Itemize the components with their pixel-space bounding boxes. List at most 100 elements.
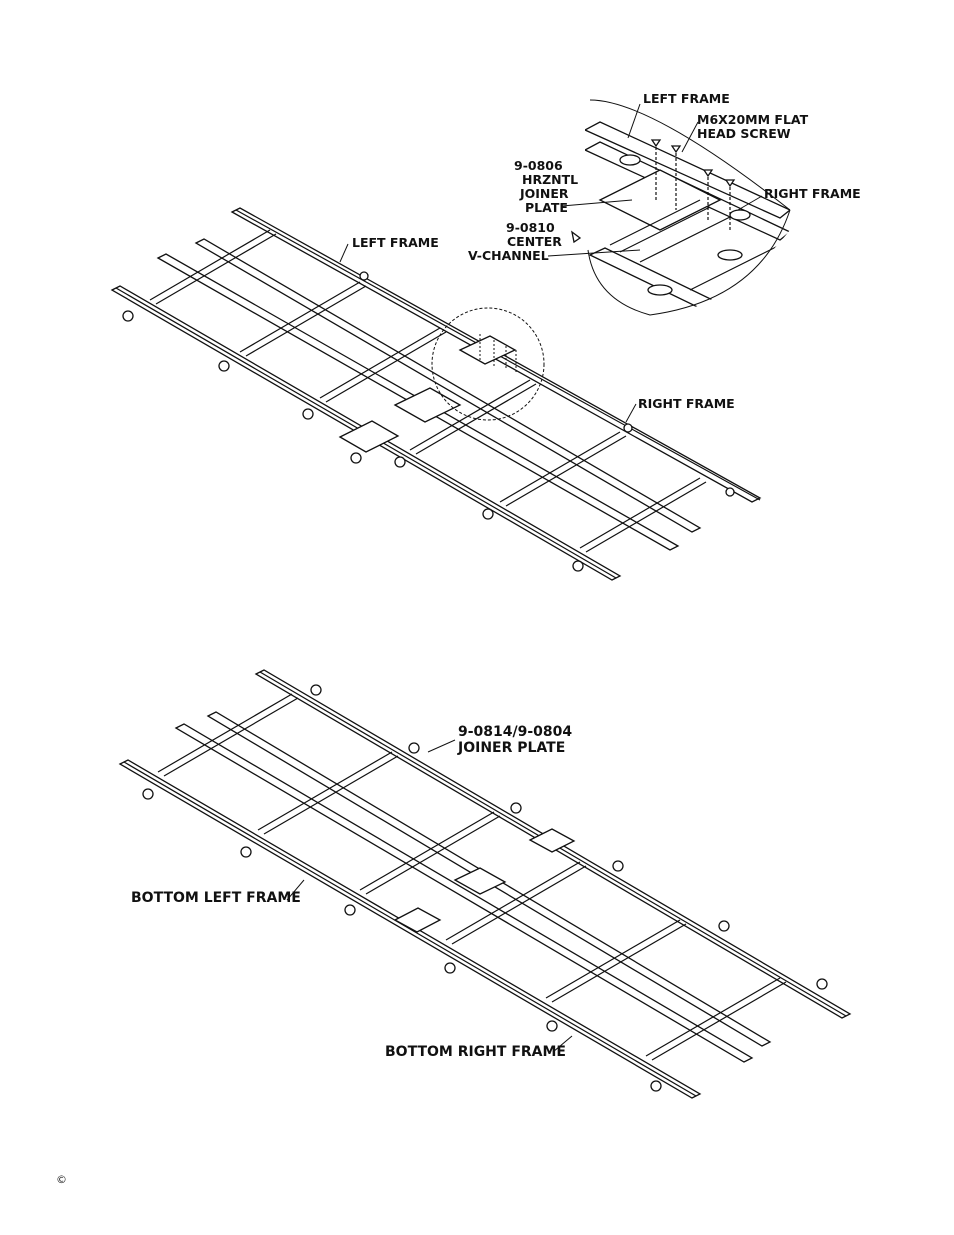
detail-screws [571,139,736,244]
right-frame-label: RIGHT FRAME [638,396,735,411]
detail-outline [589,99,791,211]
crossmember [365,815,501,895]
crossmember [257,751,393,831]
rail [194,238,702,533]
detail-channel-leader [547,249,641,257]
bottom-crossmembers [157,693,787,1061]
crossmember [157,693,293,773]
foot [444,962,456,974]
detail-v-channel [689,244,781,291]
crossmember [499,431,621,503]
foot [240,846,252,858]
foot [510,802,522,814]
detail-v-channel [609,199,701,246]
crossmember [319,327,441,399]
top-crossmembers [149,229,707,553]
joiner-plate [338,420,400,453]
bottom-left-frame-leader [286,879,305,901]
top-screws [479,334,517,372]
bottom-right-frame-label: BOTTOM RIGHT FRAME [385,1044,566,1060]
detail-screw-label-line1: M6X20MM FLAT [697,112,809,127]
bottom-feet [142,684,828,1092]
foot [142,788,154,800]
slot [729,209,751,221]
joiner-plate [393,907,442,933]
slot [647,284,673,296]
crossmember [149,229,271,301]
detail-left-frame-label: LEFT FRAME [643,91,730,106]
top-feet [122,271,735,572]
foot [359,271,369,281]
v-channel-nut-icon [571,230,582,244]
foot [344,904,356,916]
top-frame-assembly: LEFT FRAME RIGHT FRAME [110,207,762,581]
copyright-mark: © [56,1173,67,1186]
crossmember [239,281,361,353]
foot [816,978,828,990]
foot [310,684,322,696]
joiner-plate-label-line2: JOINER PLATE [457,740,565,756]
detail-v-channel [639,216,731,263]
right-frame-leader [625,403,637,423]
foot [302,408,314,420]
joiner-plate [458,335,517,365]
left-frame-leader [339,243,349,263]
slot [717,249,743,261]
detail-plate-leader [561,199,633,207]
foot [218,360,230,372]
detail-plate-label-line3: JOINER [519,186,569,201]
crossmember [585,481,707,553]
detail-screw-leader [681,121,699,153]
bottom-frame-assembly: 9-0814/9-0804 JOINER PLATE BOTTOM LEFT F… [118,669,852,1099]
detail-plate-label-line2: HRZNTL [522,172,578,187]
crossmember [155,233,277,305]
detail-joiner-plate [598,169,722,231]
bottom-joiner-plates [393,828,576,933]
crossmember [263,755,399,835]
crossmember [645,977,781,1057]
detail-view: LEFT FRAME M6X20MM FLAT HEAD SCREW 9-080… [468,91,861,318]
detail-right-frame-leader [737,195,763,211]
crossmember [245,285,367,357]
foot [623,423,633,433]
crossmember [409,379,531,451]
joiner-plate [528,828,576,853]
crossmember [551,923,687,1003]
rail-edge [123,761,697,1097]
joiner-plate-leader [427,739,456,753]
detail-left-frame-rail [585,121,790,219]
foot [572,560,584,572]
foot [650,1080,662,1092]
top-joiner-plates [338,335,517,453]
crossmember [451,865,587,945]
slot [619,154,641,166]
foot [718,920,730,932]
detail-v-channel [619,206,711,253]
detail-screw-label-line2: HEAD SCREW [697,126,791,141]
foot [350,452,362,464]
bottom-right-frame-leader [552,1035,573,1053]
detail-outline [587,209,791,316]
detail-left-frame-leader [627,103,641,139]
crossmember [579,477,701,549]
crossmember [359,811,495,891]
detail-channel-label-line2: CENTER [507,234,562,249]
joiner-plate [453,867,507,895]
detail-plate-label-line1: 9-0806 [514,158,563,173]
crossmember [163,697,299,777]
foot [546,1020,558,1032]
detail-channel-label-line1: 9-0810 [506,220,555,235]
crossmember [325,331,447,403]
crossmember [651,981,787,1061]
detail-right-frame-label: RIGHT FRAME [764,186,861,201]
crossmember [415,383,537,455]
foot [612,860,624,872]
bottom-left-frame-label: BOTTOM LEFT FRAME [131,890,301,906]
detail-plate-label-line4: PLATE [525,200,568,215]
joiner-plate [393,387,462,423]
detail-callout-circle [431,307,545,421]
detail-channel-label-line3: V-CHANNEL [468,248,549,263]
foot [408,742,420,754]
foot [122,310,134,322]
